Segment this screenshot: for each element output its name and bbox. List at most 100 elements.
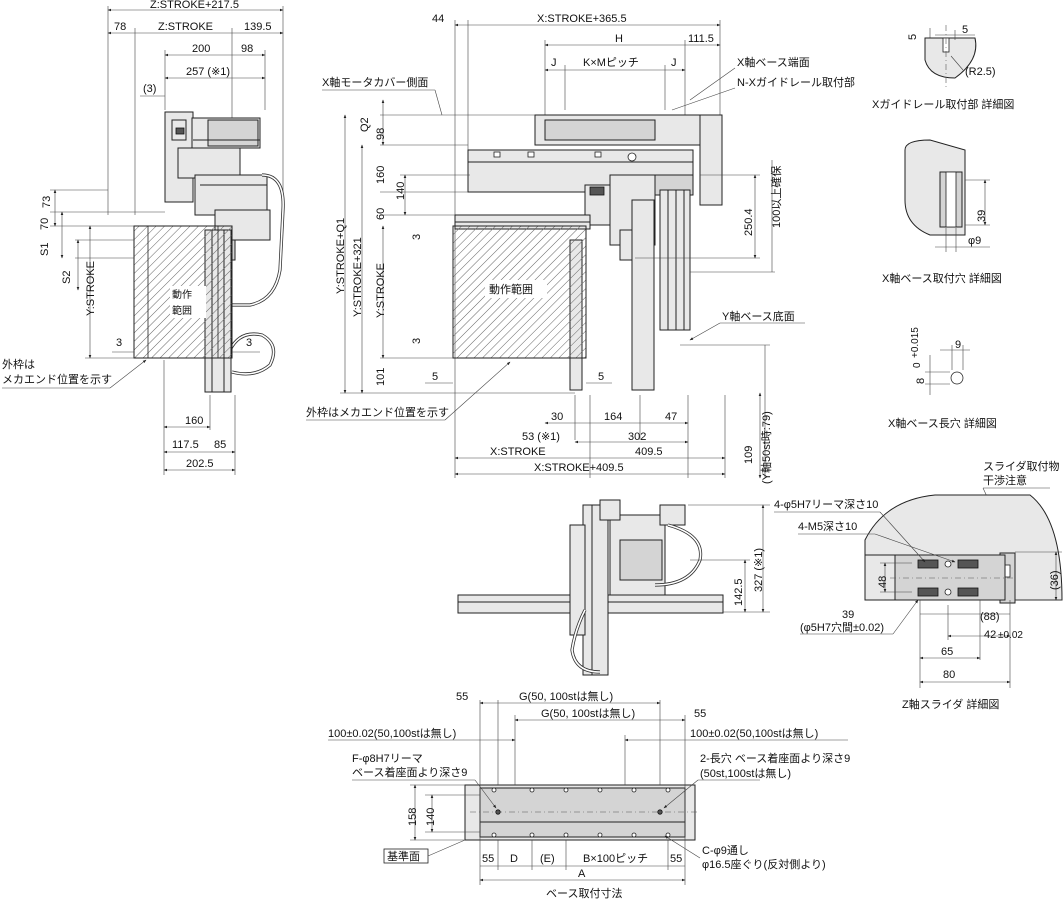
front-d160: 160	[375, 166, 387, 184]
bm-d55c: 55	[482, 853, 494, 865]
side-d98: 98	[241, 43, 253, 55]
x-guide-detail: 5 5 (R2.5) Xガイドレール取付部 詳細図	[872, 24, 1014, 111]
front-outer-note: 外枠はメカエンド位置を示す	[306, 405, 449, 419]
front-x-stroke-409: X:STROKE+409.5	[534, 462, 624, 474]
side-d85: 85	[214, 439, 226, 451]
front-view: 44 X:STROKE+365.5 H 111.5 J K×Mピッチ J X軸ベ…	[306, 13, 855, 484]
zs-caption: Z軸スライダ 詳細図	[902, 697, 999, 711]
bm-f-depth: ベース着座面より深さ9	[352, 765, 467, 779]
bm-ref-face: 基準面	[387, 849, 420, 863]
side-s2: S2	[61, 271, 73, 284]
side-range-line1: 動作	[172, 288, 192, 301]
x-base-slot-detail: 9 +0.015 0 8 X軸ベース長穴 詳細図	[888, 327, 997, 430]
zs-d80: 80	[943, 669, 955, 681]
bm-d140: 140	[425, 808, 437, 826]
side-d3-top: (3)	[143, 83, 156, 95]
side-z-stroke-217: Z:STROKE+217.5	[150, 0, 239, 11]
front-x-stroke: X:STROKE	[490, 446, 546, 458]
zs-interference-1: スライダ取付物	[983, 459, 1060, 473]
bm-c-phi: C-φ9通し	[702, 844, 749, 857]
front-j-right: J	[671, 57, 677, 69]
bm-slot2: 2-長穴 ベース着座面より深さ9	[700, 751, 850, 765]
front-d47: 47	[665, 411, 677, 423]
bm-d55a: 55	[456, 691, 468, 703]
front-d250: 250.4	[743, 208, 755, 236]
front-x-motor-cover: X軸モータカバー側面	[322, 75, 428, 89]
side-range-line2: 範囲	[172, 304, 192, 317]
bottom-view: 142.5 327 (※1)	[457, 499, 770, 676]
hole-phi9: φ9	[968, 235, 981, 247]
bm-f-phi: F-φ8H7リーマ	[352, 753, 423, 765]
side-d202: 202.5	[186, 458, 214, 470]
front-kxm: K×Mピッチ	[583, 56, 639, 69]
bm-dD: D	[510, 853, 518, 865]
front-d5a: 5	[432, 371, 438, 383]
front-d5b: 5	[598, 371, 604, 383]
zs-d48: 48	[877, 576, 889, 588]
side-s1: S1	[39, 243, 51, 256]
front-d302: 302	[628, 431, 646, 443]
zs-phi5: (φ5H7穴間±0.02)	[800, 620, 884, 634]
front-h: H	[615, 33, 623, 45]
side-d117: 117.5	[172, 439, 199, 451]
bm-d55b: 55	[694, 708, 706, 720]
front-y50: (Y軸50st時:79)	[759, 411, 773, 484]
front-n-x-guide: N-Xガイドレール取付部	[737, 75, 855, 89]
bm-g-mid: G(50, 100stは無し)	[541, 706, 635, 720]
side-d3-right: 3	[246, 337, 252, 349]
slot-tol-hi: +0.015	[910, 327, 921, 358]
zs-d42: 42	[984, 629, 996, 641]
side-d200: 200	[192, 43, 210, 55]
bm-dA: A	[578, 868, 586, 880]
bm-d100l: 100±0.02(50,100stは無し)	[328, 726, 456, 740]
bm-c-counter: φ16.5座ぐり(反対側より)	[702, 857, 826, 871]
zs-d65: 65	[941, 646, 953, 658]
side-outer-note-2: メカエンド位置を示す	[2, 372, 112, 386]
front-d101: 101	[375, 368, 387, 386]
bm-caption: ベース取付寸法	[546, 886, 622, 900]
side-view: Z:STROKE+217.5 78 Z:STROKE 139.5 200 98 …	[2, 0, 285, 475]
front-d109: 109	[743, 446, 755, 464]
front-x-stroke-365: X:STROKE+365.5	[537, 13, 627, 25]
zs-m5: 4-M5深さ10	[798, 520, 857, 533]
bm-d100r: 100±0.02(50,100stは無し)	[690, 726, 818, 740]
zs-d39: 39	[842, 609, 854, 621]
bm-bx100: B×100ピッチ	[583, 852, 648, 865]
guide-caption: Xガイドレール取付部 詳細図	[872, 97, 1014, 111]
side-d139: 139.5	[244, 21, 272, 33]
bottom-d327: 327 (※1)	[753, 548, 765, 592]
front-d60: 60	[375, 208, 387, 220]
bm-slot2-note: (50st,100stは無し)	[700, 766, 791, 780]
guide-r25: (R2.5)	[965, 66, 996, 78]
guide-d5-right: 5	[962, 24, 968, 36]
side-d257: 257 (※1)	[186, 66, 230, 78]
front-d3a: 3	[411, 234, 423, 240]
side-d3-left: 3	[116, 337, 122, 349]
front-x-base-end: X軸ベース端面	[737, 55, 810, 69]
front-d140: 140	[395, 182, 407, 200]
zs-interference-2: 干渉注意	[983, 473, 1027, 487]
front-d3b: 3	[411, 338, 423, 344]
side-d70: 70	[39, 218, 51, 230]
slot-d8: 8	[915, 378, 927, 384]
side-d78: 78	[114, 21, 126, 33]
front-q2: Q2	[359, 117, 371, 132]
slot-caption: X軸ベース長穴 詳細図	[888, 416, 997, 430]
zs-reamer: 4-φ5H7リーマ深さ10	[774, 498, 878, 511]
side-d73: 73	[41, 196, 53, 208]
base-mount-view: 55 G(50, 100stは無し) G(50, 100stは無し) 55 10…	[328, 689, 850, 900]
slot-d9: 9	[955, 339, 961, 351]
side-d160: 160	[185, 415, 203, 427]
side-y-stroke: Y:STROKE	[85, 261, 97, 316]
front-y-stroke-q1: Y:STROKE+Q1	[335, 218, 347, 294]
front-d164: 164	[604, 411, 622, 423]
front-d100-over: 100以上確保	[769, 166, 783, 228]
side-z-stroke: Z:STROKE	[158, 21, 213, 33]
front-d409: 409.5	[635, 446, 663, 458]
zs-tol42: ±0.02	[998, 630, 1023, 641]
front-range: 動作範囲	[489, 282, 533, 296]
bottom-d1425: 142.5	[733, 578, 745, 606]
front-y-base-bottom: Y軸ベース底面	[722, 309, 795, 323]
